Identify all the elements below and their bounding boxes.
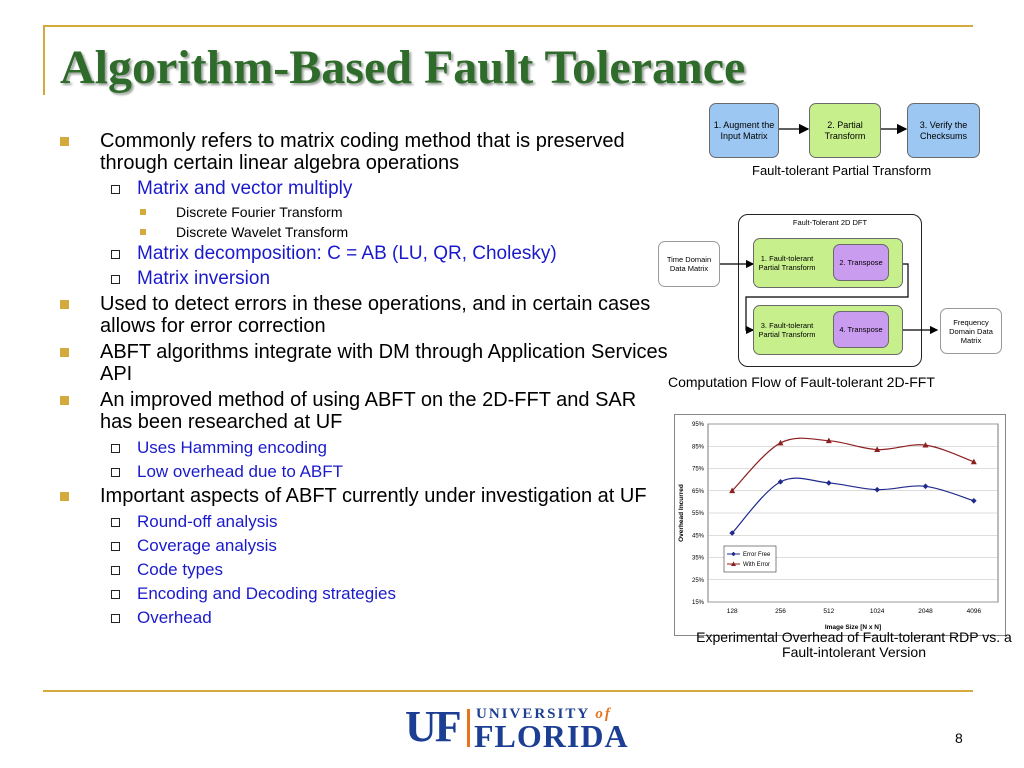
data-point xyxy=(971,497,977,504)
bullet-item: ABFT algorithms integrate with DM throug… xyxy=(60,341,670,385)
sub-sub-bullet-item: Discrete Wavelet Transform xyxy=(60,223,670,242)
legend-label: Error Free xyxy=(743,552,771,558)
square-bullet-icon xyxy=(60,137,69,146)
square-bullet-icon xyxy=(140,209,146,215)
y-tick-label: 95% xyxy=(692,422,705,428)
sub-bullet-item: Matrix decomposition: C = AB (LU, QR, Ch… xyxy=(60,243,670,265)
square-bullet-icon xyxy=(60,300,69,309)
slide-title: Algorithm-Based Fault Tolerance xyxy=(60,41,746,94)
data-point xyxy=(777,439,784,446)
bullet-list: Commonly refers to matrix coding method … xyxy=(60,130,670,631)
sub-bullet-item: Coverage analysis xyxy=(60,535,670,556)
y-tick-label: 85% xyxy=(692,444,705,450)
logo-divider xyxy=(467,709,470,747)
y-tick-label: 55% xyxy=(692,511,705,517)
hollow-square-bullet-icon xyxy=(111,590,120,599)
sub-bullet-item: Overhead xyxy=(60,607,670,628)
data-point xyxy=(874,486,880,493)
diagram2-caption: Computation Flow of Fault-tolerant 2D-FF… xyxy=(668,374,935,390)
diagram2-output-box: Frequency Domain Data Matrix xyxy=(940,308,1002,354)
data-point xyxy=(825,437,832,444)
legend-marker xyxy=(731,561,736,566)
uf-logo-letters: UF xyxy=(405,702,462,751)
sub-bullet-item: Round-off analysis xyxy=(60,511,670,532)
sub-bullet-item: Matrix inversion xyxy=(60,268,670,290)
square-bullet-icon xyxy=(60,348,69,357)
page-number: 8 xyxy=(955,730,963,746)
diagram2-step4-box: 4. Transpose xyxy=(833,311,889,348)
x-tick-label: 4096 xyxy=(967,608,982,615)
data-point xyxy=(729,487,736,494)
y-tick-label: 45% xyxy=(692,533,705,539)
y-axis-label: Overhead Incurred xyxy=(678,484,685,542)
legend-label: With Error xyxy=(743,562,770,568)
data-point xyxy=(922,441,929,448)
square-bullet-icon xyxy=(140,229,146,235)
sub-bullet-item: Matrix and vector multiply xyxy=(60,178,670,200)
data-point xyxy=(826,480,832,486)
hollow-square-bullet-icon xyxy=(111,468,120,477)
diagram1-step1-box: 1. Augment the Input Matrix xyxy=(709,103,779,158)
hollow-square-bullet-icon xyxy=(111,614,120,623)
hollow-square-bullet-icon xyxy=(111,444,120,453)
sub-bullet-item: Low overhead due to ABFT xyxy=(60,461,670,482)
hollow-square-bullet-icon xyxy=(111,185,120,194)
x-tick-label: 256 xyxy=(775,608,786,615)
hollow-square-bullet-icon xyxy=(111,566,120,575)
bullet-item: Commonly refers to matrix coding method … xyxy=(60,130,670,174)
diagram1-step3-box: 3. Verify the Checksums xyxy=(907,103,980,158)
y-tick-label: 25% xyxy=(692,578,705,584)
data-point xyxy=(729,530,735,536)
legend-box xyxy=(723,545,777,573)
x-tick-label: 128 xyxy=(727,608,738,615)
sub-bullet-item: Uses Hamming encoding xyxy=(60,437,670,458)
frame-top-line xyxy=(43,25,973,27)
series-line xyxy=(731,437,975,492)
hollow-square-bullet-icon xyxy=(111,518,120,527)
hollow-square-bullet-icon xyxy=(111,542,120,551)
logo-university: UNIVERSITY of xyxy=(476,706,612,722)
sub-bullet-item: Encoding and Decoding strategies xyxy=(60,583,670,604)
diagram2-arrows xyxy=(719,259,939,335)
diagram2-step2-box: 2. Transpose xyxy=(833,244,889,281)
x-tick-label: 512 xyxy=(823,608,834,615)
bullet-item: Used to detect errors in these operation… xyxy=(60,293,670,337)
hollow-square-bullet-icon xyxy=(111,275,120,284)
frame-bottom-line xyxy=(43,690,973,692)
overhead-line-chart: 15% 25% 35% 45% 55% 65% 75% 85% 95% 128 256 512 1024… xyxy=(674,414,1006,636)
x-tick-label: 2048 xyxy=(918,608,933,615)
y-tick-label: 15% xyxy=(692,600,705,606)
diagram2-container-label: Fault-Tolerant 2D DFT xyxy=(792,218,868,227)
data-point xyxy=(970,458,977,465)
x-axis-label: Image Size [N x N] xyxy=(825,624,881,631)
y-tick-label: 35% xyxy=(692,556,705,562)
y-tick-label: 65% xyxy=(692,489,705,495)
diagram1-caption: Fault-tolerant Partial Transform xyxy=(752,163,932,178)
frame-left-line xyxy=(43,25,45,95)
square-bullet-icon xyxy=(60,396,69,405)
logo-florida: FLORIDA xyxy=(474,718,629,754)
diagram2-input-box: Time Domain Data Matrix xyxy=(658,241,720,287)
bullet-item: An improved method of using ABFT on the … xyxy=(60,389,670,433)
sub-sub-bullet-item: Discrete Fourier Transform xyxy=(60,203,670,222)
chart-caption: Experimental Overhead of Fault-tolerant … xyxy=(696,629,1012,660)
arrow-icon xyxy=(745,263,909,335)
hollow-square-bullet-icon xyxy=(111,250,120,259)
x-tick-label: 1024 xyxy=(870,608,885,615)
y-tick-label: 75% xyxy=(692,467,705,473)
bullet-item: Important aspects of ABFT currently unde… xyxy=(60,485,670,507)
sub-bullet-item: Code types xyxy=(60,559,670,580)
square-bullet-icon xyxy=(60,492,69,501)
diagram1-step2-box: 2. Partial Transform xyxy=(809,103,881,158)
series-line xyxy=(731,477,975,534)
data-point xyxy=(874,446,881,452)
